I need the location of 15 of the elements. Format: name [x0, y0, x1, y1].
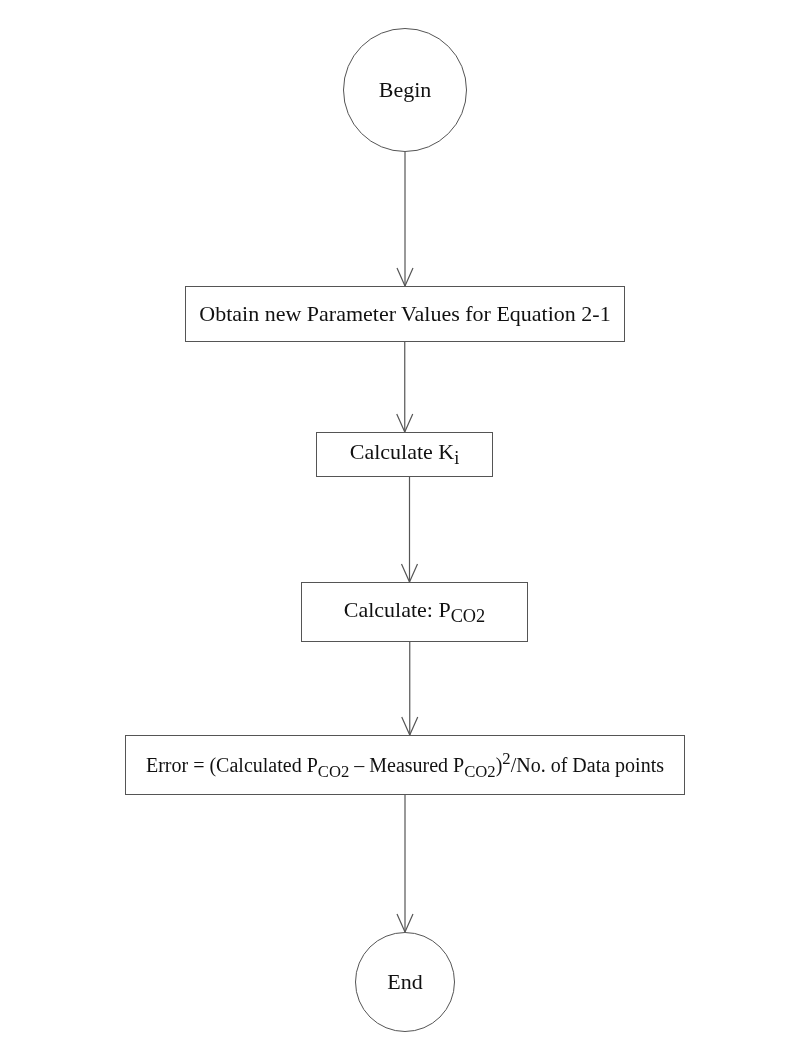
node-label: Begin [378, 77, 432, 103]
process-box [185, 286, 625, 342]
node-label: Obtain new Parameter Values for Equation 2-1 [199, 301, 611, 327]
node-label: End [387, 969, 423, 995]
arrow [396, 151, 414, 287]
process-box [316, 432, 493, 477]
node-label: Error = (Calculated P$_{CO2}$ – Measured P$_{CO2}$)$^{2}$/No. of Data points [146, 748, 664, 782]
node-label: Calculate K$_{i}$ [349, 439, 460, 470]
arrow [396, 341, 414, 433]
arrow [401, 641, 419, 736]
arrow [400, 476, 419, 583]
process-box [125, 735, 685, 795]
node-label: Calculate: P$_{CO2}$ [343, 596, 486, 628]
process-box [301, 582, 528, 642]
arrow [396, 794, 414, 933]
